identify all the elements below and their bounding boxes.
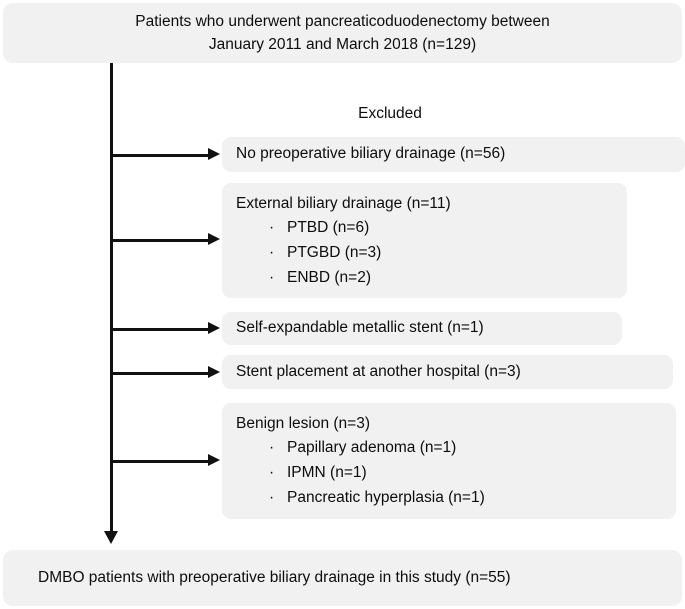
excluded-label: Excluded: [358, 105, 422, 122]
list-item: · PTGBD (n=3): [269, 240, 627, 265]
list-item-label: Papillary adenoma (n=1): [287, 439, 457, 457]
connector-arrow-exclusion-2: [110, 233, 220, 246]
exclusion-box-title: External biliary drainage (n=11): [236, 195, 451, 212]
list-item: · IPMN (n=1): [269, 460, 676, 485]
bullet-icon: ·: [269, 488, 275, 506]
list-item: · ENBD (n=2): [269, 265, 627, 290]
list-item: · Papillary adenoma (n=1): [269, 435, 676, 460]
list-item-label: Pancreatic hyperplasia (n=1): [287, 489, 485, 507]
exclusion-box-title: Stent placement at another hospital (n=3…: [236, 362, 521, 380]
connector-arrow-exclusion-1: [110, 148, 220, 161]
exclusion-box-no-preoperative-biliary-drainage: No preoperative biliary drainage (n=56): [222, 137, 685, 172]
arrowhead-icon: [208, 322, 220, 335]
result-box: DMBO patients with preoperative biliary …: [3, 550, 682, 606]
list-item-label: PTBD (n=6): [287, 219, 370, 237]
connector-arrow-exclusion-4: [110, 366, 220, 379]
exclusion-sub-list: · Papillary adenoma (n=1) · IPMN (n=1) · P…: [222, 435, 676, 510]
bullet-icon: ·: [269, 243, 275, 261]
arrowhead-icon: [208, 366, 220, 379]
exclusion-sub-list: · PTBD (n=6) · PTGBD (n=3) · ENBD (n=2): [222, 215, 627, 290]
enrollment-box-text: Patients who underwent pancreaticoduoden…: [135, 12, 550, 53]
vertical-connector-line: [110, 63, 113, 535]
connector-arrow-exclusion-5: [110, 454, 220, 467]
arrowhead-icon: [208, 148, 220, 161]
enrollment-box: Patients who underwent pancreaticoduoden…: [3, 3, 682, 63]
connector-arrow-exclusion-3: [110, 322, 220, 335]
exclusion-box-external-biliary-drainage: External biliary drainage (n=11) · PTBD (…: [222, 183, 627, 298]
exclusion-box-self-expandable-metallic-stent: Self-expandable metallic stent (n=1): [222, 312, 622, 345]
result-box-text: DMBO patients with preoperative biliary …: [38, 568, 511, 586]
list-item-label: PTGBD (n=3): [287, 244, 382, 262]
bullet-icon: ·: [269, 268, 275, 286]
exclusion-box-benign-lesion: Benign lesion (n=3) · Papillary adenoma (…: [222, 403, 676, 519]
bullet-icon: ·: [269, 218, 275, 236]
arrowhead-icon: [208, 454, 220, 467]
exclusion-box-stent-placement-another-hospital: Stent placement at another hospital (n=3…: [222, 355, 673, 389]
list-item: · PTBD (n=6): [269, 215, 627, 240]
bullet-icon: ·: [269, 438, 275, 456]
bullet-icon: ·: [269, 463, 275, 481]
list-item: · Pancreatic hyperplasia (n=1): [269, 485, 676, 510]
arrowhead-icon: [208, 233, 220, 246]
exclusion-box-title: Benign lesion (n=3): [236, 415, 370, 432]
exclusion-box-title: No preoperative biliary drainage (n=56): [236, 145, 506, 163]
list-item-label: IPMN (n=1): [287, 464, 367, 482]
list-item-label: ENBD (n=2): [287, 269, 371, 287]
exclusion-box-title: Self-expandable metallic stent (n=1): [236, 319, 484, 337]
vertical-connector-arrowhead-icon: [104, 531, 118, 544]
